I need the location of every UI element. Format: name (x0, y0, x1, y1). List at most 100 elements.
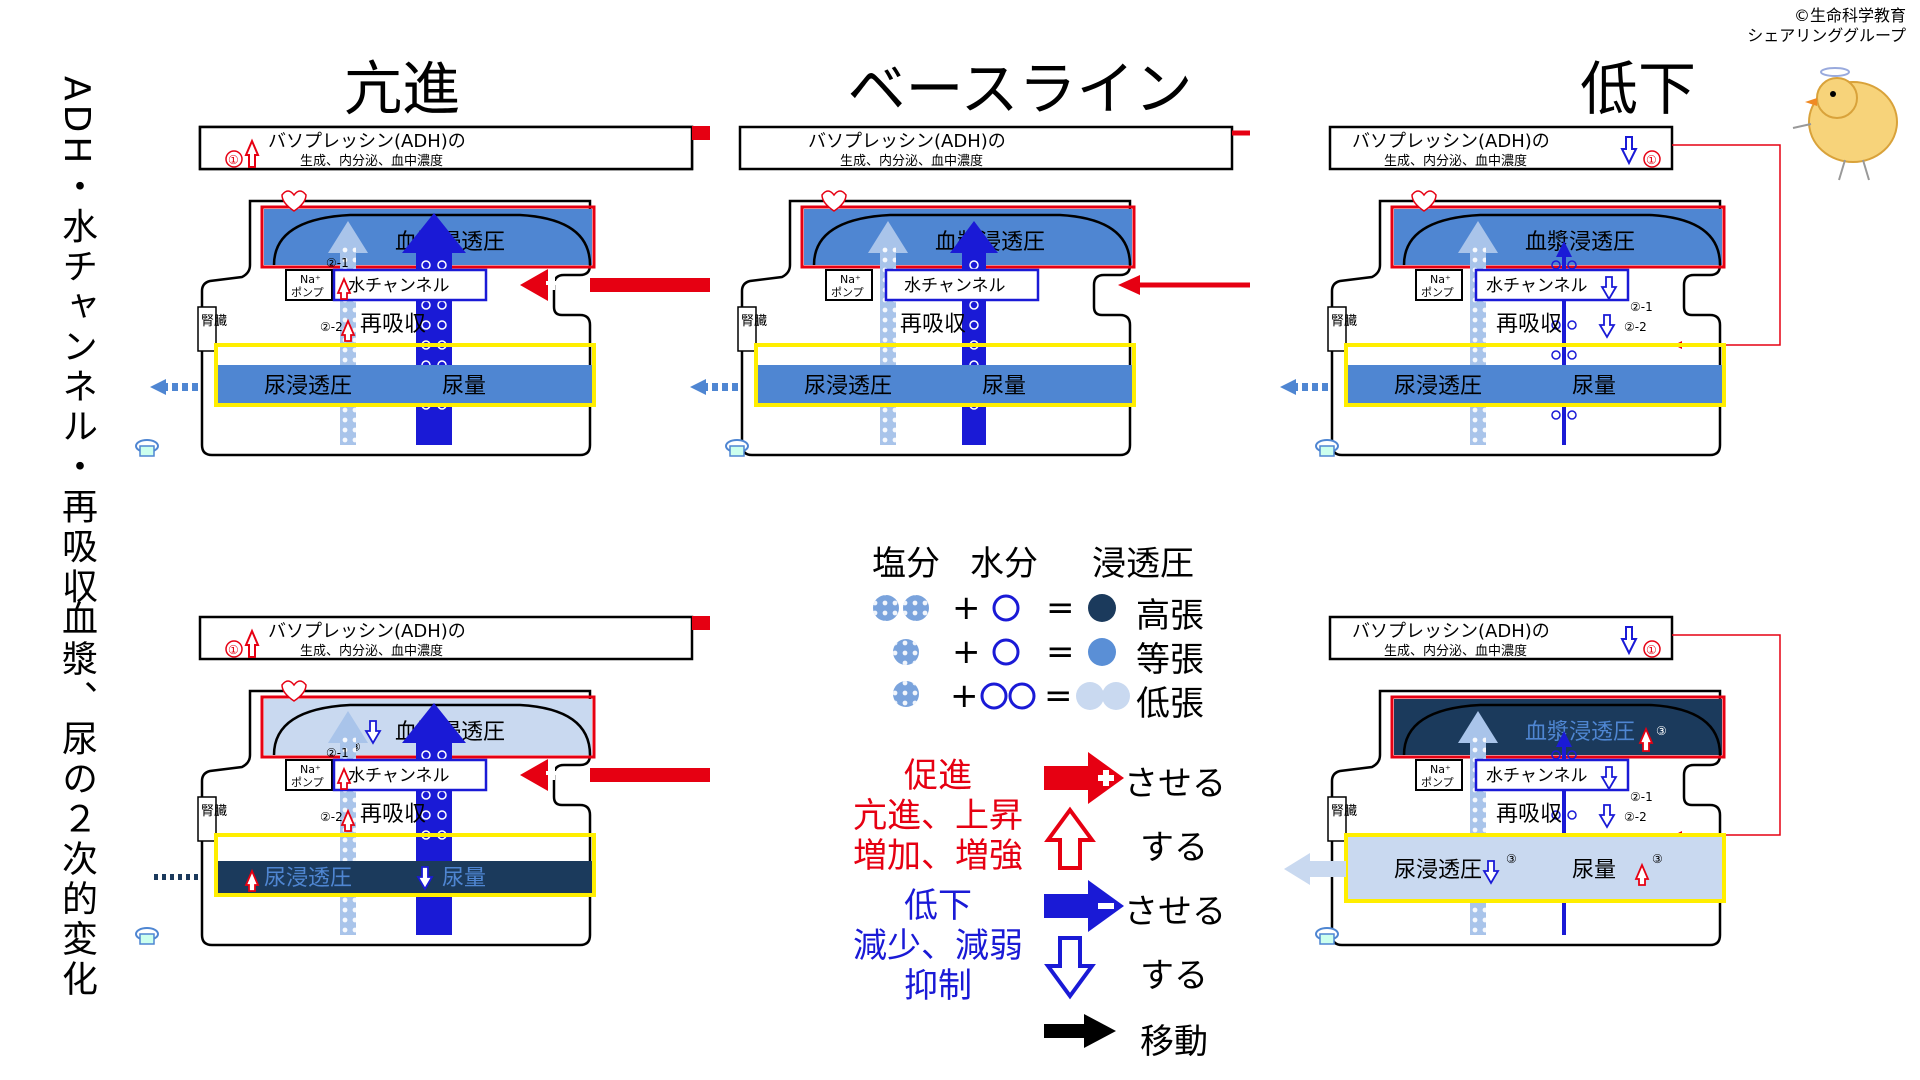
marker-3: ③ (1652, 852, 1663, 866)
water-channel-label: 水チャンネル (348, 276, 450, 296)
panel-baseline: 血漿浸透圧 バソプレッシン(ADH)の 生成、内分泌、血中濃度 Na⁺ ポンプ … (690, 125, 1273, 485)
panel-hypo-bottom: 血漿浸透圧 ③ バソプレッシン(ADH)の 生成、内分泌、血中濃度 ① Na⁺ … (1280, 615, 1840, 975)
reabsorption-label: 再吸収 (900, 312, 966, 337)
water-channel-box (1474, 758, 1630, 792)
legend-blue-line3: 抑制 (904, 966, 972, 1006)
copyright-line1: ©生命科学教育 (1793, 6, 1906, 25)
legend-swatch-hypo (1076, 682, 1104, 710)
plus-icon (546, 766, 560, 780)
legend-plus-2: + (952, 632, 981, 672)
legend-osmotic-header: 浸透圧 (1092, 544, 1194, 584)
up-arrow-icon (244, 868, 260, 892)
title-hypo: 低下 (1579, 55, 1697, 123)
urine-osm-label: 尿浸透圧 (264, 866, 352, 891)
down-arrow-icon (1620, 626, 1638, 656)
up-arrow-icon (1638, 726, 1654, 752)
blue-fill-arrow-icon (1044, 880, 1124, 932)
urine-osm-label: 尿浸透圧 (804, 374, 892, 399)
legend-salt-header: 塩分 (872, 544, 940, 584)
reabsorption-label: 再吸収 (360, 312, 426, 337)
down-arrow-icon (1620, 136, 1638, 166)
legend-red-outline-label: する (1140, 828, 1208, 868)
down-arrow-icon (1482, 860, 1500, 885)
kidney-label: 腎臓 (201, 804, 227, 819)
adh-box (738, 125, 1234, 171)
svg-text:腎臓: 腎臓 (741, 314, 767, 329)
blue-outline-arrow-icon (1044, 936, 1096, 1000)
salt-dots-icon (893, 681, 919, 707)
kidney-label: 腎臓 (1331, 314, 1357, 329)
panel-hyper-top-svg: 血漿浸透圧 バソプレッシン(ADH)の 生成、内分泌、血中濃度 ① Na⁺ ポン… (150, 125, 757, 457)
toilet-icon (135, 439, 159, 457)
water-channel-label: 水チャンネル (1486, 276, 1588, 296)
kidney-label: 腎臓 (1331, 804, 1357, 819)
adh-sub: 生成、内分泌、血中濃度 (300, 643, 443, 659)
adh-title: バソプレッシン(ADH)の (1352, 621, 1550, 642)
side-label-bottom: 血漿、尿の２次的変化 (56, 600, 97, 1000)
legend-swatch-hyper (1088, 594, 1116, 622)
heart-icon (821, 190, 847, 212)
adh-sub: 生成、内分泌、血中濃度 (300, 153, 443, 169)
water-channel-box (884, 268, 1040, 302)
svg-text:腎臓: 腎臓 (201, 804, 227, 819)
legend-blue-outline-label: する (1140, 956, 1208, 996)
urine-osm-label: 尿浸透圧 (1394, 858, 1482, 883)
down-arrow-icon (416, 866, 434, 891)
up-arrow-icon (244, 628, 260, 658)
marker-1: ① (1646, 643, 1657, 657)
marker-1: ① (228, 153, 239, 167)
legend-label-iso: 等張 (1136, 640, 1204, 680)
urine-fill (218, 365, 592, 403)
reabsorption-label: 再吸収 (360, 802, 426, 827)
adh-sub: 生成、内分泌、血中濃度 (1384, 153, 1527, 169)
urine-vol-label: 尿量 (1572, 858, 1616, 883)
title-hyper: 亢進 (343, 55, 461, 123)
marker-3: ③ (1506, 852, 1517, 866)
legend-red-fill-label: させる (1124, 764, 1226, 804)
legend-plus-3: + (950, 676, 979, 716)
panel-hyper-bottom: 血漿浸透圧 ③ バソプレッシン(ADH)の 生成、内分泌、血中濃度 ① Na⁺ … (150, 615, 757, 975)
legend-blue-line2: 減少、減弱 (853, 926, 1023, 966)
copyright-line2: シェアリンググループ (1747, 26, 1906, 45)
urine-vol-label: 尿量 (442, 866, 486, 891)
na-pump-label2: ポンプ (1421, 776, 1454, 789)
na-pump-label: Na⁺ (300, 273, 321, 286)
marker-1: ① (228, 643, 239, 657)
adh-title: バソプレッシン(ADH)の (1352, 131, 1550, 152)
urine-vol-label: 尿量 (442, 374, 486, 399)
legend-equals-2: = (1046, 632, 1075, 672)
adh-box (198, 615, 694, 661)
legend-equals-1: = (1046, 588, 1075, 628)
marker-2-1: ②-1 (326, 256, 349, 270)
marker-2-2: ②-2 (320, 320, 343, 334)
heart-icon (281, 190, 307, 212)
legend-red-line3: 増加、増強 (853, 836, 1023, 876)
legend-plus-1: + (952, 588, 981, 628)
marker-3: ③ (1656, 724, 1667, 738)
legend-red-block: 促進 亢進、上昇 増加、増強 (848, 756, 1028, 876)
marker-2-2: ②-2 (1624, 320, 1647, 334)
urine-box (214, 343, 596, 407)
legend-swatch-iso (1088, 638, 1116, 666)
na-pump-label2: ポンプ (291, 286, 324, 299)
legend-water-header: 水分 (970, 544, 1038, 584)
na-pump-label2: ポンプ (291, 776, 324, 789)
red-outline-arrow-icon (1044, 806, 1096, 870)
toilet-icon (1315, 439, 1339, 457)
water-channel-box (332, 758, 488, 792)
na-pump-label: Na⁺ (1430, 273, 1451, 286)
legend-label-hypo: 低張 (1136, 684, 1204, 724)
black-arrow-icon (1044, 1014, 1116, 1048)
legend-arrow-keys (1044, 752, 1124, 1048)
plus-icon (546, 276, 560, 290)
red-fill-arrow-icon (1044, 752, 1124, 804)
panel-hyper-top: 血漿浸透圧 バソプレッシン(ADH)の 生成、内分泌、血中濃度 ① Na⁺ ポン… (150, 125, 757, 485)
up-arrow-icon (340, 318, 356, 342)
toilet-icon (725, 439, 749, 457)
na-pump-label: Na⁺ (1430, 763, 1451, 776)
marker-1-icon (225, 150, 243, 168)
marker-2-1: ②-1 (326, 746, 349, 760)
svg-text:腎臓: 腎臓 (1331, 314, 1357, 329)
up-arrow-icon (340, 808, 356, 832)
marker-2-1: ②-1 (1630, 300, 1653, 314)
